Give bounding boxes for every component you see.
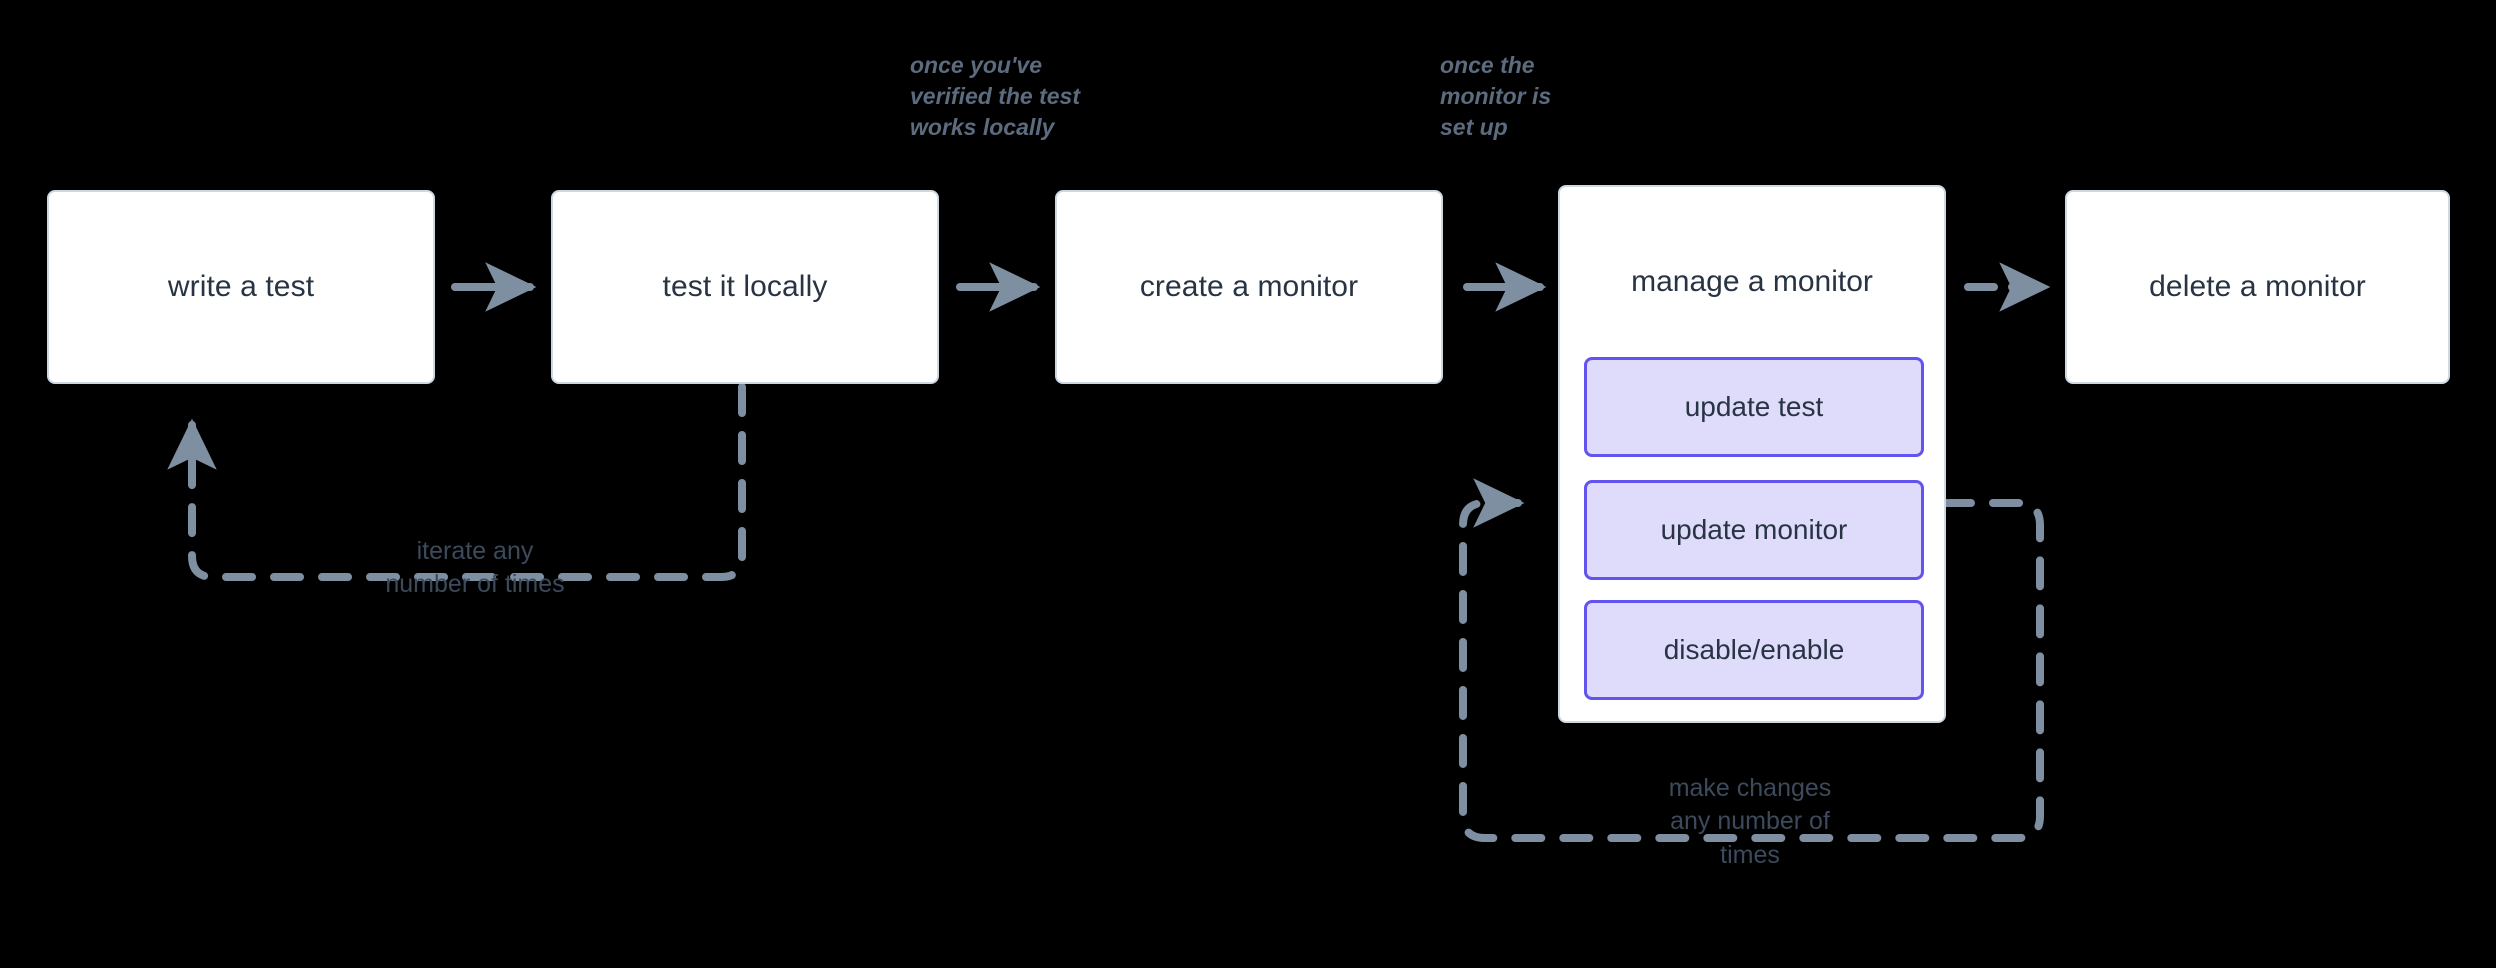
subnode-disable-enable[interactable]: disable/enable xyxy=(1584,600,1924,700)
edge-iterate-loop xyxy=(167,383,746,581)
panel-title: manage a monitor xyxy=(1631,265,1873,298)
node-test-it-locally[interactable]: test it locally xyxy=(551,190,939,384)
node-manage-a-monitor[interactable]: manage a monitor update test update moni… xyxy=(1558,185,1946,723)
node-label: create a monitor xyxy=(1139,270,1359,303)
subnode-update-monitor[interactable]: update monitor xyxy=(1584,480,1924,580)
node-write-a-test[interactable]: write a test xyxy=(47,190,435,384)
node-label: write a test xyxy=(167,270,315,303)
subnode-update-test[interactable]: update test xyxy=(1584,357,1924,457)
node-create-a-monitor[interactable]: create a monitor xyxy=(1055,190,1443,384)
node-label: delete a monitor xyxy=(2149,270,2366,303)
node-label: test it locally xyxy=(662,270,828,303)
subnode-label: disable/enable xyxy=(1663,634,1845,665)
annotation-verified: once you've verified the test works loca… xyxy=(910,52,1080,141)
subnode-label: update test xyxy=(1684,391,1824,422)
loop-label-iterate: iterate any number of times xyxy=(385,537,565,599)
node-delete-a-monitor[interactable]: delete a monitor xyxy=(2065,190,2450,384)
annotation-set-up: once the monitor is set up xyxy=(1440,52,1552,141)
subnode-label: update monitor xyxy=(1660,514,1848,545)
edge-make-changes-loop xyxy=(1459,478,2044,842)
loop-label-make-changes: make changes any number of times xyxy=(1668,774,1832,869)
